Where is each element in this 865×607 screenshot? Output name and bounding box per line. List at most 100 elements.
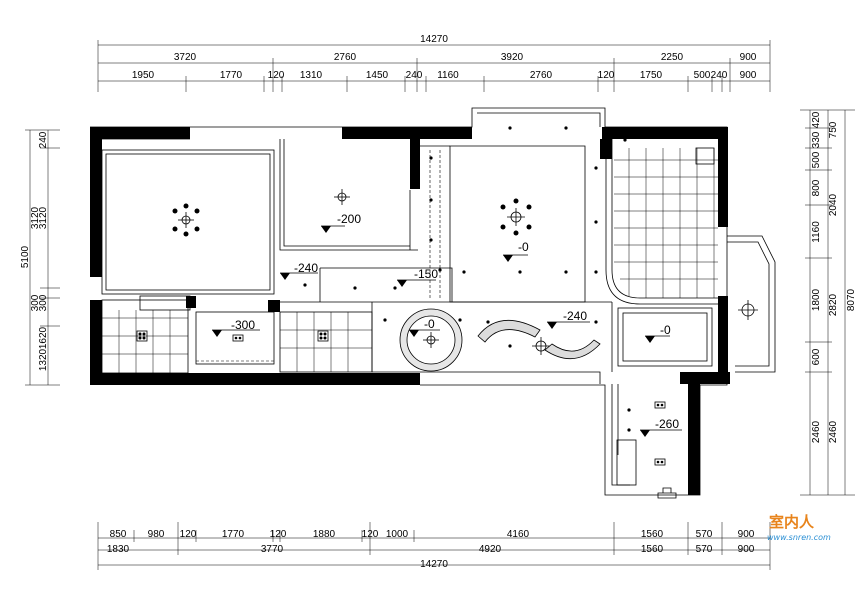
dim-top2-3: 120 [268, 70, 285, 81]
dim-right2-4: 2460 [828, 420, 839, 443]
level-corridor: -240 [280, 261, 318, 280]
vent-icon-5 [654, 458, 666, 466]
level-passage: -150 [397, 267, 438, 287]
dim-top2-1: 1950 [132, 70, 155, 81]
dim-bot2-2: 3770 [261, 544, 284, 555]
dim-top2-2: 1770 [220, 70, 243, 81]
dim-right-5: 1160 [811, 221, 822, 243]
dim-bot2-5: 570 [696, 544, 713, 555]
dim-left-4: 1620 [38, 326, 49, 349]
dim-top2-4: 1310 [300, 70, 323, 81]
dim-left-3: 300 [38, 294, 49, 311]
level-text-kitchen: -260 [655, 417, 679, 431]
dim-bot-5: 120 [270, 529, 287, 540]
level-bath: -300 [212, 318, 260, 337]
dim-right2-2: 2040 [828, 193, 839, 216]
walls [90, 127, 730, 495]
watermark-url: www.snren.com [767, 533, 831, 542]
level-text-bath: -300 [231, 318, 255, 332]
right-dimensions: 420 330 500 800 1160 1800 600 2460 750 2… [800, 109, 857, 496]
left-dimensions: 5100 240 3120 300 1620 1320 3120 300 [20, 129, 60, 386]
level-text-dining: -0 [424, 317, 435, 331]
dim-right-7: 600 [811, 348, 822, 365]
shaft [695, 147, 715, 165]
top-dimensions: 14270 3720 2760 3920 2250 900 1950 1770 … [97, 34, 771, 92]
watermark: 室内人 www.snren.com [767, 513, 831, 542]
dim-top-2: 2760 [334, 52, 357, 63]
downlights [303, 126, 631, 432]
dim-right-2: 330 [811, 131, 822, 148]
dim-top2-7: 1160 [437, 70, 459, 81]
dim-top2-12: 240 [711, 70, 728, 81]
entry-marker [657, 487, 677, 499]
dim-left-5: 1320 [38, 348, 49, 371]
dim-bot2-4: 1560 [641, 544, 664, 555]
room-outlines [90, 107, 776, 496]
dim-right-3: 500 [811, 151, 822, 168]
dim-bot2-6: 900 [738, 544, 755, 555]
dim-right-total: 8070 [846, 288, 857, 311]
dim-right-6: 1800 [811, 288, 822, 311]
dining-arcs [477, 319, 601, 360]
ceiling-light-master [172, 203, 200, 237]
bath-right-tiles [280, 312, 372, 372]
dim-bot2-1: 1830 [107, 544, 130, 555]
vent-icon-4 [654, 401, 666, 409]
dim-left-2: 3120 [38, 206, 49, 229]
dim-bot-8: 1000 [386, 529, 409, 540]
round-ceiling [399, 308, 463, 372]
dim-bot-11: 570 [696, 529, 713, 540]
vent-icon-3 [232, 334, 244, 342]
dim-bot2-3: 4920 [479, 544, 502, 555]
dim-top2-5: 1450 [366, 70, 389, 81]
level-text-passage: -150 [414, 267, 438, 281]
level-text-living: -0 [518, 240, 529, 254]
dim-bot-4: 1770 [222, 529, 245, 540]
level-dining-side: -240 [547, 309, 590, 329]
dim-top-total: 14270 [420, 34, 448, 45]
level-balcony: -0 [645, 323, 671, 343]
dim-top2-8: 2760 [530, 70, 553, 81]
dim-right-8: 2460 [811, 420, 822, 443]
balcony-tiles [614, 148, 718, 298]
dim-right-4: 800 [811, 179, 822, 196]
dim-left-6: 3120 [30, 206, 41, 229]
dim-left-total: 5100 [20, 245, 31, 268]
bottom-dimensions: 850 980 120 1770 120 1880 120 1000 4160 … [97, 522, 771, 570]
dim-bot-3: 120 [180, 529, 197, 540]
dim-top-5: 900 [740, 52, 757, 63]
dim-top-1: 3720 [174, 52, 197, 63]
ceiling-light-bedroom2 [334, 189, 350, 205]
dim-bot-7: 120 [362, 529, 379, 540]
dim-right2-3: 2820 [828, 293, 839, 316]
level-living: -0 [503, 240, 529, 262]
level-text-dining-side: -240 [563, 309, 587, 323]
dim-bot-12: 900 [738, 529, 755, 540]
dim-top2-11: 500 [694, 70, 711, 81]
dim-top-3: 3920 [501, 52, 524, 63]
fixtures [136, 147, 715, 499]
dim-top2-6: 240 [406, 70, 423, 81]
tile-grids [102, 148, 718, 373]
ceiling-light-dining [532, 337, 550, 355]
level-dining: -0 [409, 317, 440, 337]
level-kitchen: -260 [640, 417, 682, 437]
level-bedroom2: -200 [321, 212, 361, 233]
level-text-corridor: -240 [294, 261, 318, 275]
vent-icon-1 [136, 330, 148, 342]
dim-right-1: 420 [811, 111, 822, 128]
ceiling-light-living [500, 198, 532, 236]
dim-top-4: 2250 [661, 52, 684, 63]
dim-bot-10: 1560 [641, 529, 664, 540]
level-markers: -200 -0 -240 -150 -300 -0 -240 -0 [212, 212, 682, 437]
dim-top2-9: 120 [598, 70, 615, 81]
dim-top2-13: 900 [740, 70, 757, 81]
ceiling-light-balcony [738, 300, 758, 320]
dim-bot-6: 1880 [313, 529, 336, 540]
dim-left-7: 300 [30, 294, 41, 311]
dim-bot-9: 4160 [507, 529, 530, 540]
dim-left-1: 240 [38, 131, 49, 148]
bath-left-tiles [102, 310, 188, 373]
dim-top2-10: 1750 [640, 70, 663, 81]
